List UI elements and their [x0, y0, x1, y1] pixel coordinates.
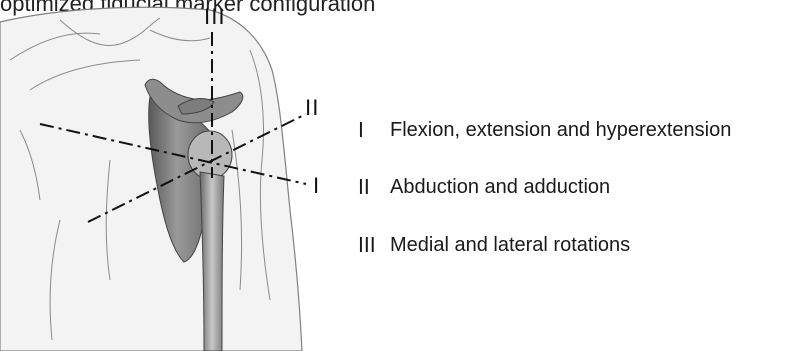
- humerus: [200, 172, 224, 351]
- legend-item-i: I Flexion, extension and hyperextension: [358, 118, 731, 142]
- axis-label-ii: II: [305, 96, 319, 120]
- legend-item-iii: III Medial and lateral rotations: [358, 233, 630, 257]
- humeral-head: [188, 131, 232, 179]
- legend-text-ii: Abduction and adduction: [390, 176, 610, 199]
- legend-text-i: Flexion, extension and hyperextension: [390, 119, 731, 142]
- legend-numeral-i: I: [358, 118, 390, 142]
- legend-numeral-iii: III: [358, 233, 390, 257]
- axis-label-iii: III: [204, 5, 226, 29]
- legend-numeral-ii: II: [358, 175, 390, 199]
- axis-label-i: I: [313, 174, 320, 198]
- legend-item-ii: II Abduction and adduction: [358, 175, 610, 199]
- torso-silhouette: [0, 7, 302, 351]
- legend-text-iii: Medial and lateral rotations: [390, 234, 630, 257]
